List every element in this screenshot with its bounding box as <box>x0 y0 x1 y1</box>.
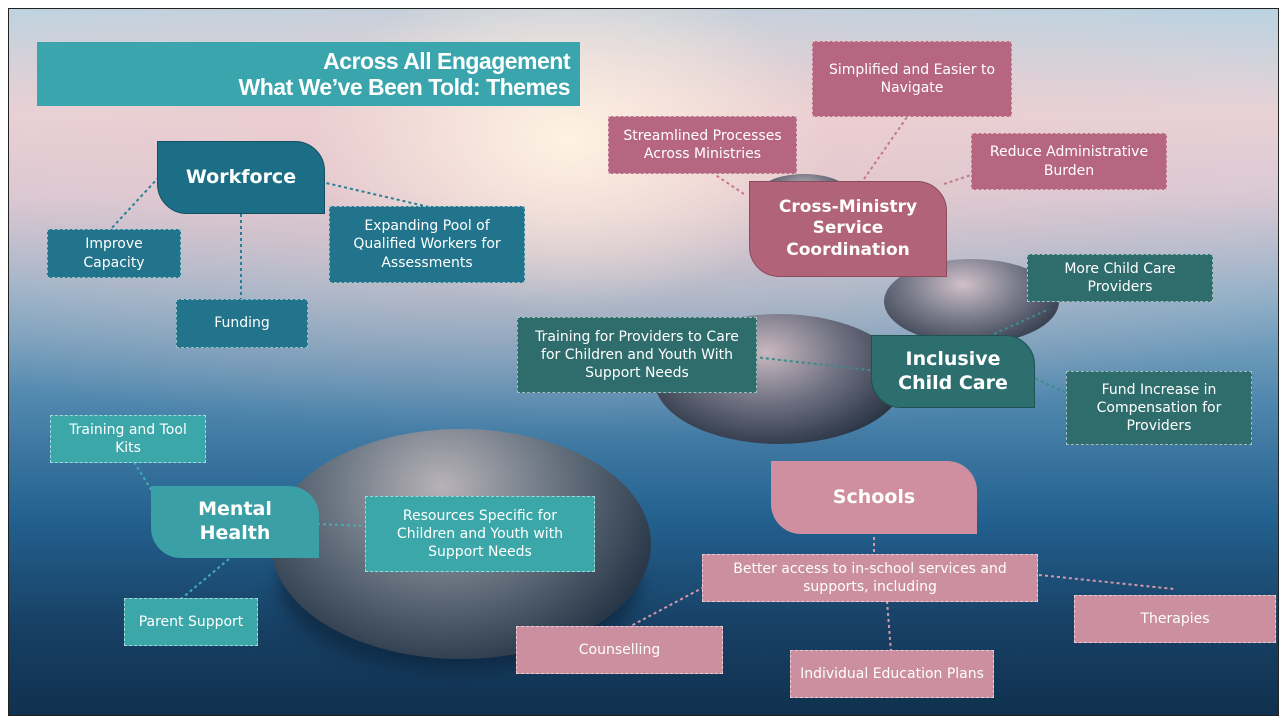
cross-ministry-item-streamlined: Streamlined Processes Across Ministries <box>608 116 797 174</box>
workforce-item-improve-capacity: Improve Capacity <box>47 229 181 278</box>
workforce-item-funding: Funding <box>176 299 308 348</box>
schools-item-therapies: Therapies <box>1074 595 1276 643</box>
connector-lines <box>108 106 1175 653</box>
inclusive-item-training-providers: Training for Providers to Care for Child… <box>517 317 757 393</box>
slide: Across All Engagement What We’ve Been To… <box>8 8 1279 716</box>
cross-ministry-item-reduce-burden: Reduce Administrative Burden <box>971 133 1167 190</box>
theme-cross-ministry: Cross-Ministry Service Coordination <box>749 181 947 277</box>
schools-item-iep: Individual Education Plans <box>790 650 994 698</box>
title-line-2: What We’ve Been Told: Themes <box>238 74 571 100</box>
cross-ministry-item-simplified: Simplified and Easier to Navigate <box>812 41 1012 117</box>
mental-health-item-resources: Resources Specific for Children and Yout… <box>365 496 595 572</box>
mental-health-item-parent-support: Parent Support <box>124 598 258 646</box>
title-line-1: Across All Engagement <box>323 48 570 74</box>
slide-title: Across All Engagement What We’ve Been To… <box>37 42 580 106</box>
schools-item-counselling: Counselling <box>516 626 723 674</box>
theme-inclusive-child-care: Inclusive Child Care <box>871 335 1035 408</box>
inclusive-item-more-providers: More Child Care Providers <box>1027 254 1213 302</box>
theme-mental-health: Mental Health <box>151 486 319 558</box>
schools-item-better-access: Better access to in-school services and … <box>702 554 1038 602</box>
mental-health-item-training-toolkits: Training and Tool Kits <box>50 415 206 463</box>
inclusive-item-fund-compensation: Fund Increase in Compensation for Provid… <box>1066 371 1252 445</box>
workforce-item-expanding-pool: Expanding Pool of Qualified Workers for … <box>329 206 525 283</box>
theme-schools: Schools <box>771 461 977 534</box>
theme-workforce: Workforce <box>157 141 325 214</box>
